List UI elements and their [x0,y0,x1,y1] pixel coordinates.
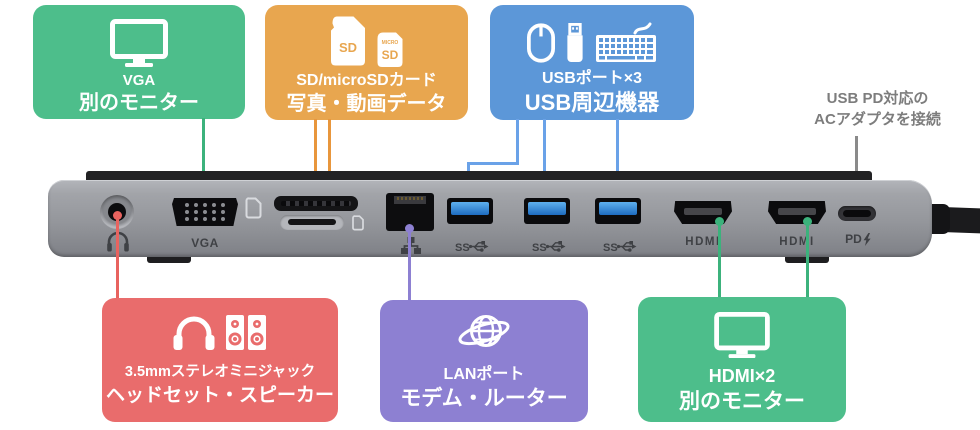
usb-pd-note-line2: ACアダプタを接続 [814,111,941,128]
svg-text:SS: SS [603,242,618,253]
microsd-card-icon: MICRO SD [377,32,403,67]
hdmi-port-1-slot [684,208,722,215]
callout-vga-monitor: VGA 別のモニター [33,5,245,119]
monitor-icon [110,17,168,67]
hdmi-port-1-label: HDMI [685,236,721,248]
microsd-printed-icon [352,215,364,236]
vga-port [172,198,238,226]
connector-dot-hdmi2 [803,217,812,226]
callout-hdmi-title: HDMI×2 [708,366,776,386]
callout-usb-peripherals: USBポート×3 USB周辺機器 [490,5,694,120]
hdmi-port-2-slot [778,208,816,215]
connector-line-hdmi2 [806,221,809,298]
callout-sd-title: SD/microSDカード [296,72,437,89]
callout-vga-title: VGA [122,72,156,89]
mouse-usb-keyboard-icon [527,15,657,63]
usb-a-port-1-tongue [451,202,489,215]
pd-port-label-text: PD [845,232,862,246]
lightning-bolt-icon [863,232,871,246]
usb-a-port-1 [447,198,493,224]
usb-a-port-3 [595,198,641,224]
connector-line-audio [116,214,119,299]
vga-port-label: VGA [191,236,219,250]
connector-line-usb1-h [467,162,519,165]
connector-line-vga [202,118,205,210]
svg-text:MICRO: MICRO [382,40,399,46]
mouse-icon [527,23,555,63]
connector-line-usb3 [616,119,619,208]
callout-lan-router: LANポート モデム・ルーター [380,300,588,422]
sd-card-icon: SD [331,16,365,66]
speakers-icon [226,315,266,350]
globe-icon [457,310,511,356]
usb-c-pd-port-slot [843,210,871,217]
hdmi-port-2-label: HDMI [779,236,815,248]
usb-a-port-3-tongue [599,202,637,215]
svg-text:SS: SS [532,242,547,253]
connector-line-sd [314,119,317,203]
ethernet-lan-port-pins-block [394,196,426,204]
connector-line-lan [408,228,411,301]
callout-audio-jack: 3.5mmステレオミニジャック ヘッドセット・スピーカー [102,298,338,422]
usb-stick-icon [567,23,583,63]
callout-usb-title: USBポート×3 [541,70,643,87]
svg-text:SD: SD [382,48,399,62]
connector-line-pd [855,136,858,204]
callout-vga-subtitle: 別のモニター [79,92,199,115]
microsd-card-slot [288,219,336,225]
usb-ss-printed-icon-1: SS [455,240,489,254]
callout-usb-subtitle: USB周辺機器 [524,90,660,116]
callout-lan-subtitle: モデム・ルーター [400,387,568,411]
connector-dot-lan [405,224,414,233]
usb-pd-note: USB PD対応の ACアダプタを接続 [780,88,975,130]
keyboard-icon [596,22,656,62]
ethernet-lan-port-pins [397,197,423,200]
usb-ss-printed-icon-2: SS [532,240,566,254]
callout-sd-card: SD MICRO SD SD/microSDカード 写真・動画データ [265,5,468,120]
lan-printed-icon [400,236,422,260]
sd-card-slot-teeth [281,201,351,206]
callout-lan-title: LANポート [443,366,525,383]
connector-line-usb2 [543,119,546,208]
callout-hdmi-subtitle: 別のモニター [679,389,805,413]
headphones-icon [176,316,212,349]
connector-line-hdmi1 [718,221,721,298]
monitor-icon [714,310,770,358]
connector-line-usb1-v1 [516,119,519,165]
callout-audio-title: 3.5mmステレオミニジャック [124,364,316,380]
usb-a-port-2 [524,198,570,224]
headset-speakers-icon [170,310,270,352]
sd-cards-icon: SD MICRO SD [329,15,404,67]
callout-audio-subtitle: ヘッドセット・スピーカー [105,384,334,406]
usb-pd-note-line1: USB PD対応の [826,90,929,107]
hdmi-port-2 [768,201,826,224]
pd-port-label: PD [838,232,878,246]
connector-dot-audio [113,211,122,220]
callout-sd-subtitle: 写真・動画データ [286,93,447,116]
usb-ss-printed-icon-3: SS [603,240,637,254]
usb-a-port-2-tongue [528,202,566,215]
svg-text:SS: SS [455,242,470,253]
sd-printed-icon [245,197,262,224]
callout-hdmi-monitor: HDMI×2 別のモニター [638,297,846,422]
svg-text:SD: SD [339,40,357,55]
connector-dot-hdmi1 [715,217,724,226]
